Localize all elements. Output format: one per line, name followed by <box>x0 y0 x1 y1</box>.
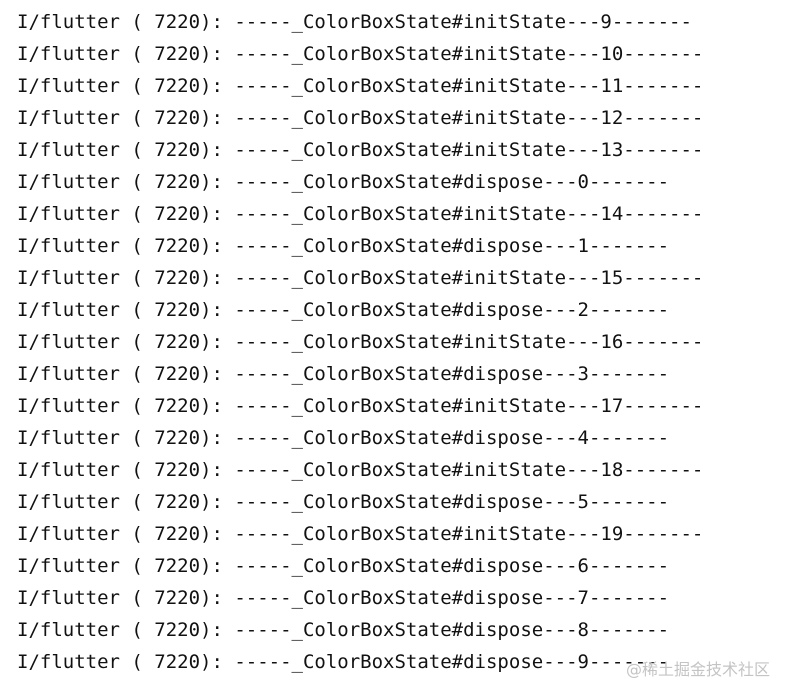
log-line: I/flutter ( 7220): -----_ColorBoxState#i… <box>17 395 704 417</box>
watermark: @稀土掘金技术社区 <box>625 660 770 679</box>
log-line: I/flutter ( 7220): -----_ColorBoxState#i… <box>17 107 704 129</box>
log-line: I/flutter ( 7220): -----_ColorBoxState#d… <box>17 363 670 385</box>
log-line: I/flutter ( 7220): -----_ColorBoxState#i… <box>17 523 704 545</box>
log-line: I/flutter ( 7220): -----_ColorBoxState#d… <box>17 299 670 321</box>
log-line: I/flutter ( 7220): -----_ColorBoxState#d… <box>17 427 670 449</box>
log-line: I/flutter ( 7220): -----_ColorBoxState#i… <box>17 11 692 33</box>
log-line: I/flutter ( 7220): -----_ColorBoxState#d… <box>17 491 670 513</box>
log-line: I/flutter ( 7220): -----_ColorBoxState#d… <box>17 587 670 609</box>
log-line: I/flutter ( 7220): -----_ColorBoxState#d… <box>17 555 670 577</box>
log-line: I/flutter ( 7220): -----_ColorBoxState#i… <box>17 331 704 353</box>
log-line: I/flutter ( 7220): -----_ColorBoxState#i… <box>17 75 704 97</box>
log-line: I/flutter ( 7220): -----_ColorBoxState#i… <box>17 43 704 65</box>
log-line: I/flutter ( 7220): -----_ColorBoxState#i… <box>17 203 704 225</box>
log-line: I/flutter ( 7220): -----_ColorBoxState#d… <box>17 619 670 641</box>
log-line: I/flutter ( 7220): -----_ColorBoxState#d… <box>17 651 670 673</box>
log-line: I/flutter ( 7220): -----_ColorBoxState#i… <box>17 459 704 481</box>
log-line: I/flutter ( 7220): -----_ColorBoxState#i… <box>17 267 704 289</box>
log-line: I/flutter ( 7220): -----_ColorBoxState#d… <box>17 235 670 257</box>
log-line: I/flutter ( 7220): -----_ColorBoxState#i… <box>17 139 704 161</box>
log-line: I/flutter ( 7220): -----_ColorBoxState#d… <box>17 171 670 193</box>
